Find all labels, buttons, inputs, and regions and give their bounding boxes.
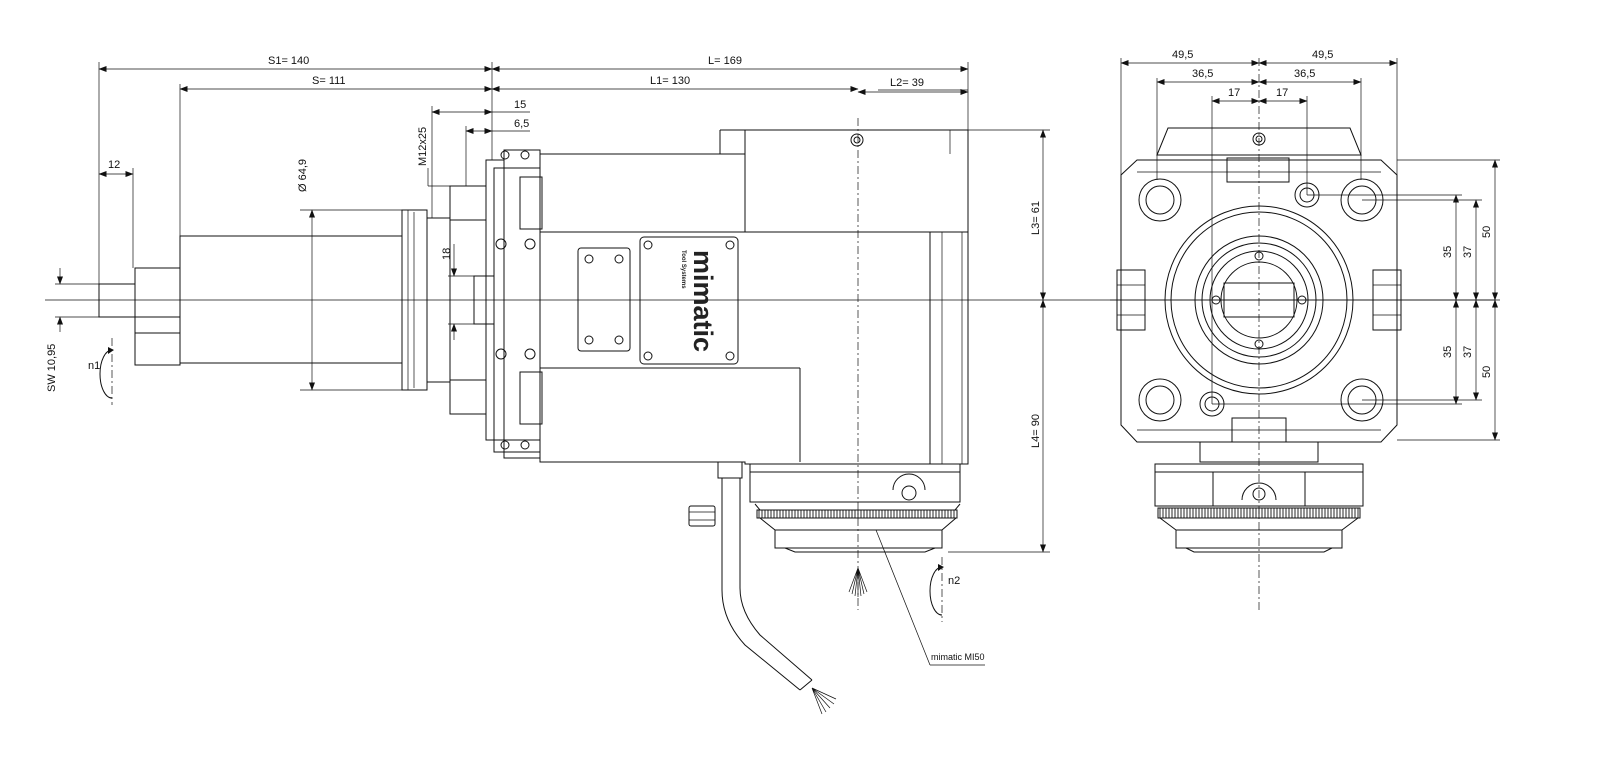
dim-l4: L4= 90	[1030, 414, 1042, 448]
rotation-symbol-n1: n1	[88, 338, 114, 405]
dim-49-5-right: 49,5	[1312, 49, 1333, 61]
callout: mimatic MI50	[875, 529, 985, 666]
dim-12: 12	[108, 159, 120, 171]
cover-plate-small	[577, 247, 631, 352]
dim-15: 15	[514, 99, 526, 111]
gear-teeth	[758, 510, 955, 518]
dim-l: L= 169	[708, 55, 742, 67]
dim-sw: SW 10,95	[46, 344, 58, 392]
housing	[539, 129, 969, 465]
dim-37-top: 37	[1462, 246, 1474, 258]
cable	[688, 461, 837, 715]
dim-50-bottom: 50	[1481, 366, 1493, 378]
dim-6-5: 6,5	[514, 118, 529, 130]
dim-l1: L1= 130	[650, 75, 690, 87]
spray-bottom	[848, 567, 868, 597]
front-body	[1120, 159, 1398, 443]
dim-m12: M12x25	[417, 127, 429, 166]
bolt-hole-tl	[1138, 178, 1182, 222]
dim-35-top: 35	[1442, 246, 1454, 258]
logo-plate: mimatic Tool Systems	[639, 236, 739, 365]
shank-cylinder	[179, 209, 451, 391]
front-view: 49,5 49,5 36,5 36,5 17 17 35 37 50 35 37…	[1110, 49, 1500, 610]
dim-l3: L3= 61	[1030, 201, 1042, 235]
dim-49-5-left: 49,5	[1172, 49, 1193, 61]
dim-17-left: 17	[1228, 87, 1240, 99]
logo-subtext: Tool Systems	[680, 250, 686, 289]
dim-50-top: 50	[1481, 226, 1493, 238]
dim-36-5-left: 36,5	[1192, 68, 1213, 80]
dim-s: S= 111	[312, 75, 346, 87]
dim-l2: L2= 39	[890, 77, 924, 89]
bolt-hole-bl	[1138, 378, 1182, 422]
front-gear-teeth	[1159, 508, 1359, 518]
rot-n2-label: n2	[948, 575, 960, 587]
dim-35-bottom: 35	[1442, 346, 1454, 358]
rot-n1-label: n1	[88, 360, 100, 372]
dim-37-bottom: 37	[1462, 346, 1474, 358]
dim-18: 18	[441, 248, 453, 260]
top-cap	[1156, 127, 1362, 183]
flange	[449, 149, 543, 459]
front-gear	[1154, 441, 1364, 553]
callout-label: mimatic MI50	[931, 652, 985, 662]
logo-text: mimatic	[688, 250, 718, 352]
dim-17-right: 17	[1276, 87, 1288, 99]
gear-assembly	[749, 463, 961, 553]
side-view: mimatic Tool Systems	[45, 55, 1495, 715]
rotation-symbol-n2: n2	[929, 557, 960, 622]
dim-dia: Ø 64,9	[297, 159, 309, 192]
dim-36-5-right: 36,5	[1294, 68, 1315, 80]
dim-s1: S1= 140	[268, 55, 309, 67]
